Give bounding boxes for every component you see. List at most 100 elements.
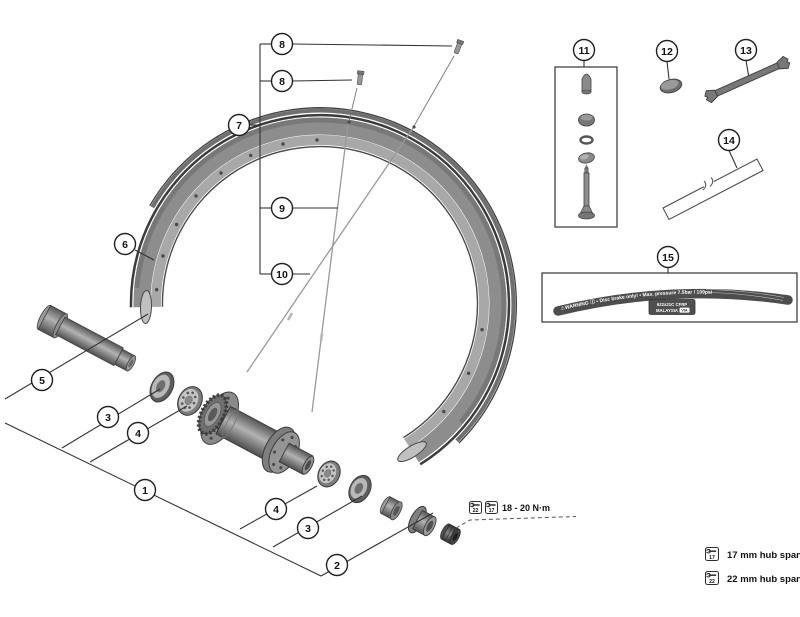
valve-cap (581, 73, 592, 95)
svg-text:15: 15 (662, 252, 674, 264)
seal-washer-right (348, 474, 372, 504)
rim-end-cap-right (397, 441, 427, 463)
svg-text:22: 22 (709, 579, 715, 585)
bracket-base-line (4, 422, 322, 577)
rim-outer-edge (129, 113, 511, 466)
svg-text:8: 8 (279, 76, 285, 88)
nipple-leader-line (413, 55, 455, 127)
svg-text:14: 14 (723, 135, 735, 147)
rim-body-shading (134, 117, 507, 424)
callout-14: 14 (717, 128, 741, 152)
hub-body (196, 391, 315, 476)
callout-13: 13 (734, 38, 758, 62)
thru-axle (36, 304, 137, 372)
rim-tape (662, 158, 764, 221)
wrench-22-icon: 22 (469, 501, 482, 514)
svg-text:6: 6 (122, 239, 128, 251)
valve-parts-box (554, 66, 618, 228)
callout-9: 9 (270, 196, 294, 220)
svg-text:2: 2 (334, 560, 340, 572)
svg-text:17: 17 (489, 508, 495, 514)
seal-washer-left (149, 371, 175, 403)
spoke-highlight (319, 332, 324, 342)
callouts: 8 8 7 9 10 6 5 3 4 1 4 3 2 11 12 13 (30, 32, 758, 577)
svg-text:9: 9 (279, 203, 285, 215)
callout-7: 7 (227, 113, 251, 137)
locknut (440, 523, 461, 545)
valve-grommet (578, 152, 595, 164)
svg-text:13: 13 (740, 45, 752, 57)
callout-4a: 4 (126, 421, 150, 445)
callout-10: 10 (270, 262, 294, 286)
rim-plug (659, 78, 683, 94)
callout-12: 12 (655, 39, 679, 63)
callout-8b: 8 (270, 69, 294, 93)
rim-end-cap-left (139, 290, 153, 324)
spoke-nipple-top (453, 39, 465, 55)
svg-text:11: 11 (578, 45, 589, 57)
torque-note: 22 17 18 - 20 N·m (455, 501, 577, 529)
legend-wrench-22-icon: 22 (705, 571, 719, 585)
legend-wrench-17-icon: 17 (705, 547, 719, 561)
label-size-spec: 622x21C CFRP (657, 302, 687, 307)
callout-1: 1 (133, 478, 157, 502)
cone-spacer (379, 496, 403, 521)
callout-6: 6 (113, 232, 137, 256)
callout-4b: 4 (264, 497, 288, 521)
spoke-9 (311, 123, 349, 413)
micro-text-row (705, 289, 785, 298)
svg-text:17: 17 (709, 555, 715, 561)
upper-bracket-lines (249, 43, 453, 275)
callout-11: 11 (572, 38, 596, 62)
rim (129, 107, 517, 466)
rim-inner-edge (161, 145, 479, 439)
svg-text:22: 22 (473, 508, 479, 514)
legend: 17 17 mm hub spanner x 2 22 22 mm hub sp… (705, 547, 800, 585)
bearing-right (317, 460, 341, 488)
label-origin: MALAYSIA (656, 308, 678, 313)
spokes (246, 123, 414, 413)
callout-14-leader (728, 150, 738, 169)
micro-text-row (707, 292, 784, 301)
torque-value: 18 - 20 N·m (502, 503, 550, 513)
rim-far-wall-edge (149, 107, 517, 444)
callout-5: 5 (30, 368, 54, 392)
svg-text:4: 4 (135, 428, 141, 440)
spoke-nipple-mid (356, 70, 365, 86)
valve-nut (578, 113, 595, 127)
callout-15: 15 (656, 245, 680, 269)
rim-body (133, 117, 507, 463)
spoke-10 (246, 127, 414, 373)
legend-item-label: 22 mm hub spanner (727, 574, 800, 585)
callout-6-leader (134, 249, 155, 261)
wrench-17-icon: 17 (485, 501, 498, 514)
svg-text:12: 12 (661, 46, 673, 58)
valve-o-ring (579, 135, 594, 145)
valve-stem (578, 164, 595, 220)
svg-text:3: 3 (305, 523, 311, 535)
svg-text:4: 4 (273, 504, 279, 516)
svg-text:8: 8 (279, 39, 285, 51)
rim-warning-label: ⚠WARNING Ⓘ ▪ Disc brake only! ▪ Max. pre… (541, 272, 798, 323)
torque-leader-dashed (455, 516, 577, 529)
lower-bracket-lines (4, 313, 434, 577)
legend-item-label: 17 mm hub spanner x 2 (727, 550, 800, 561)
rim-far-wall (150, 108, 516, 443)
label-logo: VIA (681, 309, 688, 313)
svg-text:7: 7 (236, 120, 242, 132)
spoke-wrench (704, 55, 791, 104)
callout-8a: 8 (270, 32, 294, 56)
spoke-highlight (286, 312, 294, 321)
label-spec-box: 622x21C CFRP MALAYSIA VIA (648, 299, 696, 315)
svg-text:3: 3 (105, 412, 111, 424)
rim-inner-face (150, 135, 489, 448)
callout-13-leader (745, 60, 750, 79)
callout-3b: 3 (296, 516, 320, 540)
callout-12-leader (666, 61, 670, 80)
rim-spoke-holes (154, 120, 484, 414)
svg-text:5: 5 (39, 375, 45, 387)
callout-3a: 3 (96, 405, 120, 429)
flanged-nut (407, 505, 437, 537)
